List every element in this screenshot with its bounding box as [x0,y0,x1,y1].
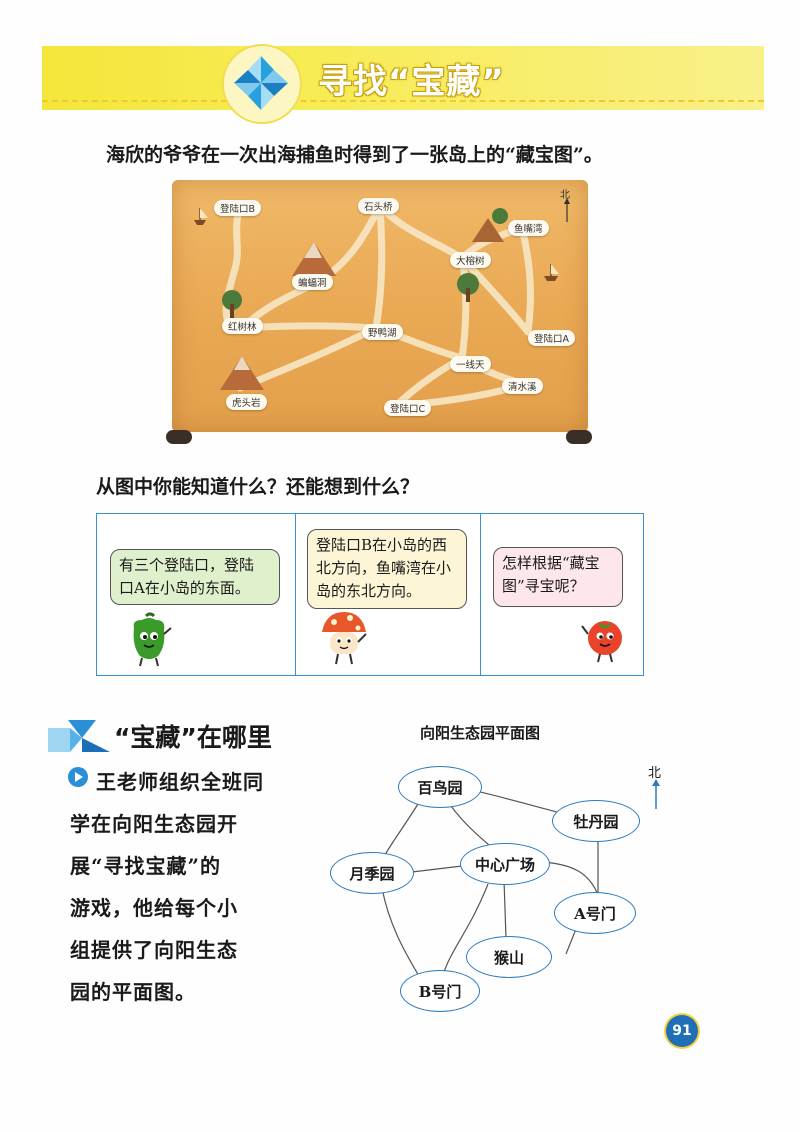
map-place-yixiantian: 一线天 [450,356,491,372]
scroll-roller [566,430,592,444]
speech-bubble-pepper: 有三个登陆口，登陆 口A在小岛的东面。 [110,549,280,605]
plan-north-label: 北 [648,766,662,781]
map-place-tiger-rock: 虎头岩 [226,394,267,410]
section-body-line: 展“寻找宝藏”的 [70,854,222,878]
section-body-line: 游戏，他给每个小 [70,896,238,920]
panel-divider [295,513,296,676]
page-title: 寻找“宝藏” [318,62,505,102]
pinwheel-icon [234,56,288,110]
plan-node-gate-b: B号门 [400,970,480,1012]
intro-text: 海欣的爷爷在一次出海捕鱼时得到了一张岛上的“藏宝图”。 [106,144,603,166]
pepper-character-icon [133,612,172,667]
speech-bubble-tomato: 怎样根据“藏宝 图”寻宝呢？ [493,547,623,607]
map-place-landing-a: 登陆口A [528,330,575,346]
map-place-fish-mouth-bay: 鱼嘴湾 [508,220,549,236]
section-marker-icon [48,720,110,752]
section-body-line: 王老师组织全班同 [96,770,264,794]
map-place-mangrove: 红树林 [222,318,263,334]
plan-node-monkey: 猴山 [466,936,552,978]
map-place-landing-c: 登陆口C [384,400,432,416]
bubble-line: 登陆口B在小岛的西 [316,536,448,554]
map-north-label: 北 [560,190,570,201]
plan-node-peony: 牡丹园 [552,800,640,842]
plan-node-rose: 月季园 [330,852,414,894]
bubble-line: 图”寻宝呢？ [502,577,585,595]
section-body-line: 学在向阳生态园开 [70,812,238,836]
bubble-line: 北方向，鱼嘴湾在小 [316,559,452,577]
map-place-banyan: 大榕树 [450,252,491,268]
bubble-line: 有三个登陆口，登陆 [119,556,255,574]
north-arrow-icon [564,198,570,222]
plan-node-birds: 百鸟园 [398,766,482,808]
north-arrow-icon [652,779,660,809]
map-place-spring: 清水溪 [502,378,543,394]
map-place-stone-bridge: 石头桥 [358,198,399,214]
map-place-landing-b: 登陆口B [214,200,262,216]
bubble-line: 岛的东北方向。 [316,582,422,600]
map-place-bat-cave: 蝙蝠洞 [292,274,333,290]
question-text: 从图中你能知道什么？还能想到什么？ [96,476,420,498]
tomato-character-icon [581,621,622,663]
header-banner [42,46,764,110]
plan-node-gate-a: A号门 [554,892,636,934]
scroll-roller [166,430,192,444]
section-body-line: 园的平面图。 [70,980,196,1004]
panel-divider [480,513,481,676]
bubble-line: 口A在小岛的东面。 [119,579,250,597]
section-title: “宝藏”在哪里 [114,723,272,752]
plan-title: 向阳生态园平面图 [420,724,541,742]
bubble-line: 怎样根据“藏宝 [502,554,600,572]
play-bullet-icon [68,767,88,787]
page-number: 91 [666,1015,698,1047]
section-body-line: 组提供了向阳生态 [70,938,238,962]
banner-divider [42,100,764,102]
map-place-wild-duck-lake: 野鸭湖 [362,324,403,340]
mushroom-character-icon [322,612,367,665]
plan-node-center: 中心广场 [460,843,550,885]
speech-bubble-mushroom: 登陆口B在小岛的西 北方向，鱼嘴湾在小 岛的东北方向。 [307,529,467,609]
